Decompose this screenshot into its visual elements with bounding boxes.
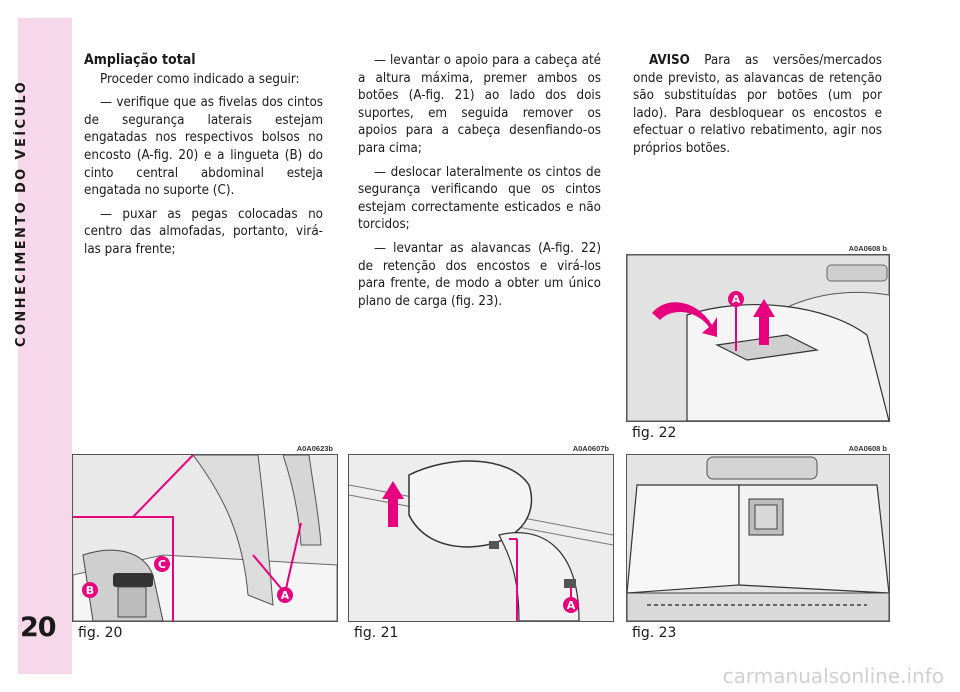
fig20-callout-b: B (86, 584, 94, 597)
fig22-code: A0A0608 b (848, 244, 887, 253)
fig21-code: A0A0607b (572, 444, 609, 453)
column-1: Ampliação total Proceder como indicado a… (84, 52, 323, 265)
intro-paragraph: Proceder como indicado a seguir: (100, 71, 300, 87)
fig20-label: fig. 20 (78, 625, 123, 641)
fig23-code: A0A0608 b (848, 444, 887, 453)
warning-text: Para as versões/mercados onde previsto, … (633, 53, 882, 156)
warning-label: AVISO (649, 53, 690, 68)
paragraph: — puxar as pegas colocadas no centro das… (84, 206, 323, 257)
fig21-label: fig. 21 (354, 625, 399, 641)
figure-22: A (626, 254, 890, 422)
fig20-code: A0A0623b (296, 444, 333, 453)
figure-23 (626, 454, 890, 622)
fig20-callout-c: C (158, 558, 166, 571)
fig22-illustration: A (627, 255, 889, 421)
paragraph: — verifique que as fivelas dos cintos de… (84, 95, 323, 199)
warning-note: AVISO Para as versões/mercados onde prev… (633, 52, 882, 158)
fig23-label: fig. 23 (632, 625, 677, 641)
page-number: 20 (20, 612, 57, 643)
section-heading: Ampliação total (84, 52, 196, 68)
side-band (18, 18, 72, 674)
fig22-callout-a: A (732, 293, 741, 306)
fig21-callout-a: A (567, 599, 576, 612)
column-3: AVISO Para as versões/mercados onde prev… (633, 52, 882, 164)
fig20-callout-a: A (281, 589, 290, 602)
watermark: carmanualsonline.info (722, 664, 944, 688)
fig22-label: fig. 22 (632, 425, 677, 441)
fig20-illustration: A B C (73, 455, 337, 621)
figure-20: A B C (72, 454, 338, 622)
fig21-illustration: A (349, 455, 613, 621)
section-title: CONHECIMENTO DO VEÍCULO (14, 80, 29, 348)
paragraph: — deslocar lateralmente os cintos de seg… (358, 164, 601, 233)
fig23-illustration (627, 455, 889, 621)
paragraph: — levantar o apoio para a cabeça até a a… (358, 53, 601, 156)
paragraph: — levantar as alavancas (A-fig. 22) de r… (358, 240, 601, 309)
column-2: — levantar o apoio para a cabeça até a a… (358, 52, 601, 316)
figure-21: A (348, 454, 614, 622)
